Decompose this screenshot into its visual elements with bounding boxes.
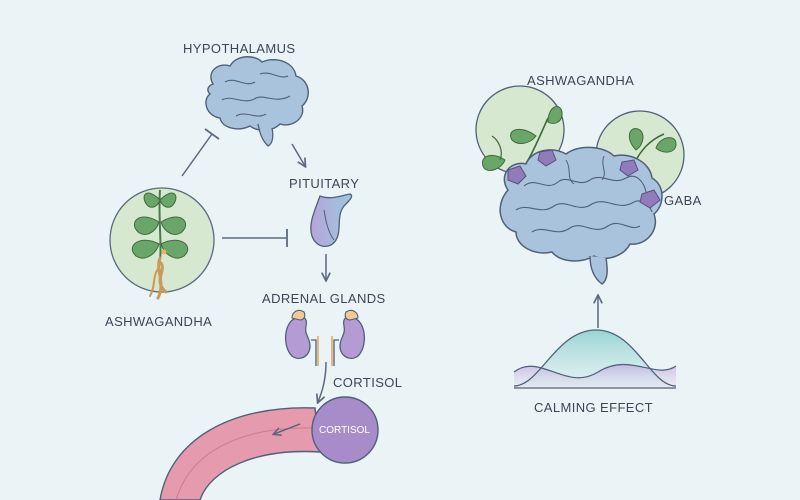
label-hypothalamus: HYPOTHALAMUS: [183, 41, 296, 56]
cortisol-disc-icon: [311, 396, 379, 464]
label-adrenal-glands: ADRENAL GLANDS: [262, 291, 386, 306]
calming-wave-icon: [513, 329, 677, 389]
ashwagandha-plant-icon-left: [109, 187, 215, 300]
arrow-adrenal-to-cortisol: [318, 361, 327, 402]
arrow-hypothalamus-to-pituitary: [291, 143, 305, 166]
label-cortisol: CORTISOL: [333, 375, 403, 390]
kidney-adrenal-icon: [285, 309, 365, 366]
label-gaba: GABA: [664, 193, 702, 208]
inhibit-arrow-to-pituitary: [222, 229, 288, 247]
blood-vessel-icon: [159, 407, 321, 500]
label-calming-effect: CALMING EFFECT: [534, 400, 653, 415]
inhibit-arrow-to-hypothalamus: [181, 128, 220, 177]
pituitary-gland-icon: [310, 193, 353, 247]
label-ashwagandha-left: ASHWAGANDHA: [105, 314, 213, 329]
label-cortisol-disc: CORTISOL: [319, 425, 370, 436]
brain-icon: [205, 56, 309, 147]
label-pituitary: PITUITARY: [289, 176, 360, 191]
label-ashwagandha-right: ASHWAGANDHA: [527, 73, 635, 88]
brain-with-receptors-icon: [499, 146, 663, 285]
